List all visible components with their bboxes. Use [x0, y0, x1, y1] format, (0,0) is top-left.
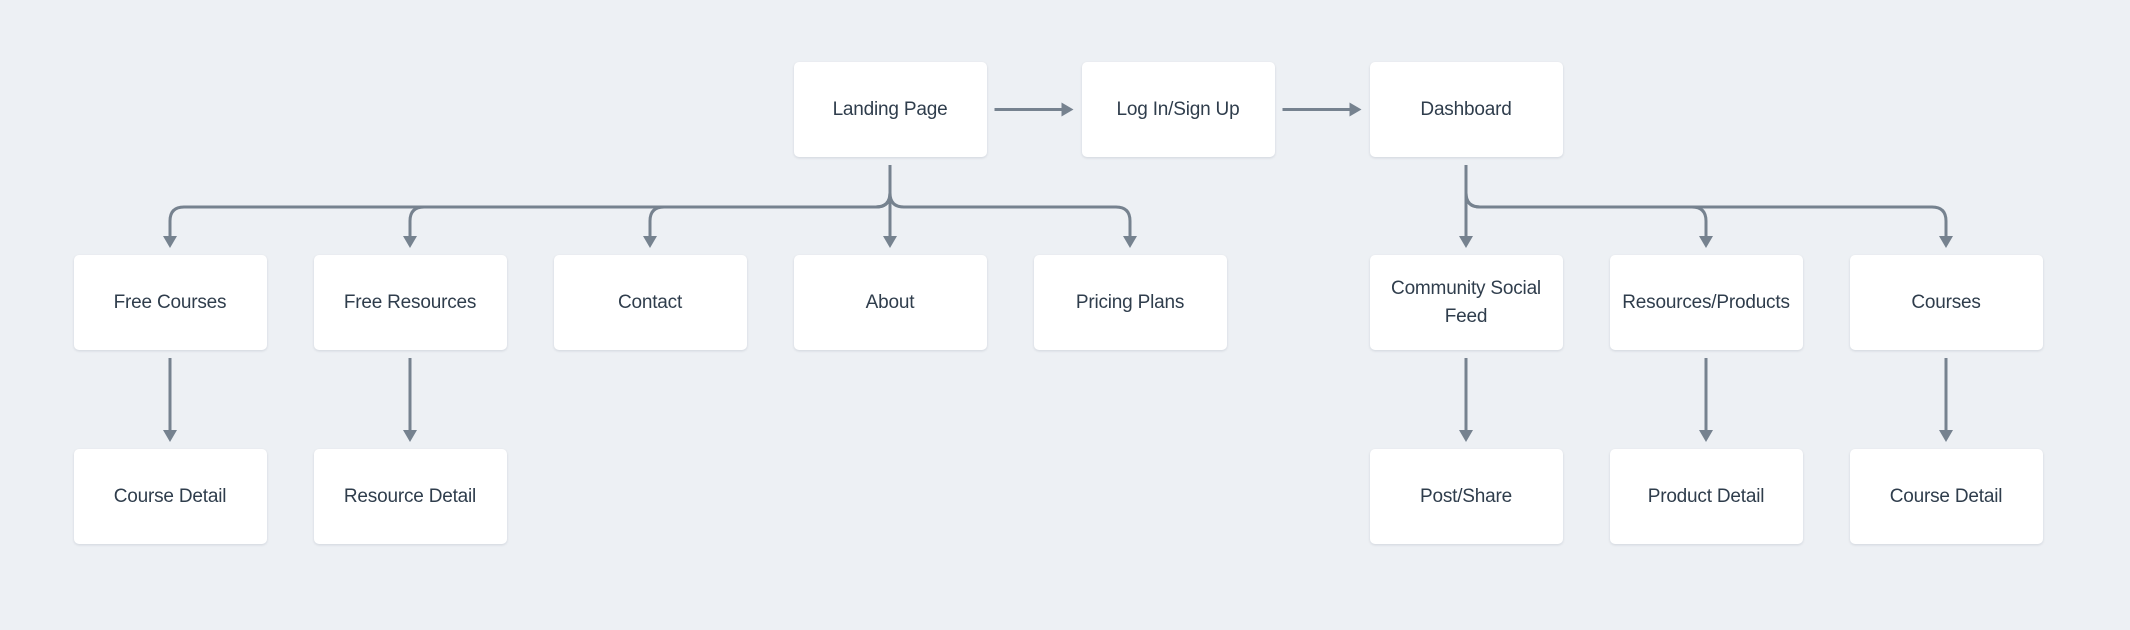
node-label: Free Resources [343, 291, 477, 313]
node-course-detail-dash[interactable]: Course Detail [1849, 449, 2043, 544]
node-label: Free Courses [113, 291, 227, 313]
node-label: Resource Detail [343, 485, 477, 507]
connector-community-social-feed-to-post-share-arrowhead-icon [1459, 430, 1473, 442]
node-course-detail-free[interactable]: Course Detail [73, 449, 267, 544]
connector-dashboard-to-community-social-feed-arrowhead-icon [1459, 236, 1473, 248]
node-label: Landing Page [832, 98, 948, 120]
node-dashboard[interactable]: Dashboard [1369, 62, 1563, 157]
connector-landing-page-to-free-courses [168, 165, 892, 238]
node-pricing-plans[interactable]: Pricing Plans [1033, 255, 1227, 350]
node-landing-page[interactable]: Landing Page [793, 62, 987, 157]
node-label: Post/Share [1420, 485, 1512, 507]
connector-landing-page-to-free-courses-arrowhead-icon [163, 236, 177, 248]
node-resources-products[interactable]: Resources/Products [1609, 255, 1803, 350]
node-label: Contact [617, 291, 683, 313]
node-label: Courses [1911, 291, 1981, 313]
node-contact[interactable]: Contact [553, 255, 747, 350]
node-label: Resources/Products [1622, 291, 1790, 313]
connector-dashboard-to-courses [1464, 165, 1948, 238]
node-label: Pricing Plans [1075, 291, 1185, 313]
node-label: Log In/Sign Up [1116, 98, 1240, 120]
node-label: About [865, 291, 915, 313]
connector-courses-to-course-detail-dash-arrowhead-icon [1939, 430, 1953, 442]
node-label: Dashboard [1420, 98, 1512, 120]
connector-landing-page-to-free-resources [408, 165, 892, 238]
node-label: Course Detail [1889, 485, 2003, 507]
connector-login-signup-to-dashboard-arrowhead-icon [1349, 102, 1362, 117]
connector-dashboard-to-courses-arrowhead-icon [1939, 236, 1953, 248]
connector-landing-page-to-login-signup-arrowhead-icon [1061, 102, 1074, 117]
connector-free-courses-to-course-detail-free-arrowhead-icon [163, 430, 177, 442]
connector-landing-page-to-contact-arrowhead-icon [643, 236, 657, 248]
connector-free-resources-to-resource-detail-arrowhead-icon [403, 430, 417, 442]
node-post-share[interactable]: Post/Share [1369, 449, 1563, 544]
connector-landing-page-to-pricing-plans [888, 165, 1132, 238]
connector-landing-page-to-about-arrowhead-icon [883, 236, 897, 248]
connector-landing-page-to-free-resources-arrowhead-icon [403, 236, 417, 248]
connector-landing-page-to-contact [648, 165, 892, 238]
node-free-resources[interactable]: Free Resources [313, 255, 507, 350]
node-resource-detail[interactable]: Resource Detail [313, 449, 507, 544]
node-about[interactable]: About [793, 255, 987, 350]
node-community-social-feed[interactable]: Community Social Feed [1369, 255, 1563, 350]
node-label: Community Social Feed [1391, 277, 1541, 327]
node-label: Product Detail [1647, 485, 1765, 507]
connector-resources-products-to-product-detail-arrowhead-icon [1699, 430, 1713, 442]
node-login-signup[interactable]: Log In/Sign Up [1081, 62, 1275, 157]
connector-landing-page-to-pricing-plans-arrowhead-icon [1123, 236, 1137, 248]
connector-dashboard-to-resources-products-arrowhead-icon [1699, 236, 1713, 248]
connector-dashboard-to-resources-products [1464, 165, 1708, 238]
node-label: Course Detail [113, 485, 227, 507]
node-product-detail[interactable]: Product Detail [1609, 449, 1803, 544]
node-courses[interactable]: Courses [1849, 255, 2043, 350]
node-free-courses[interactable]: Free Courses [73, 255, 267, 350]
